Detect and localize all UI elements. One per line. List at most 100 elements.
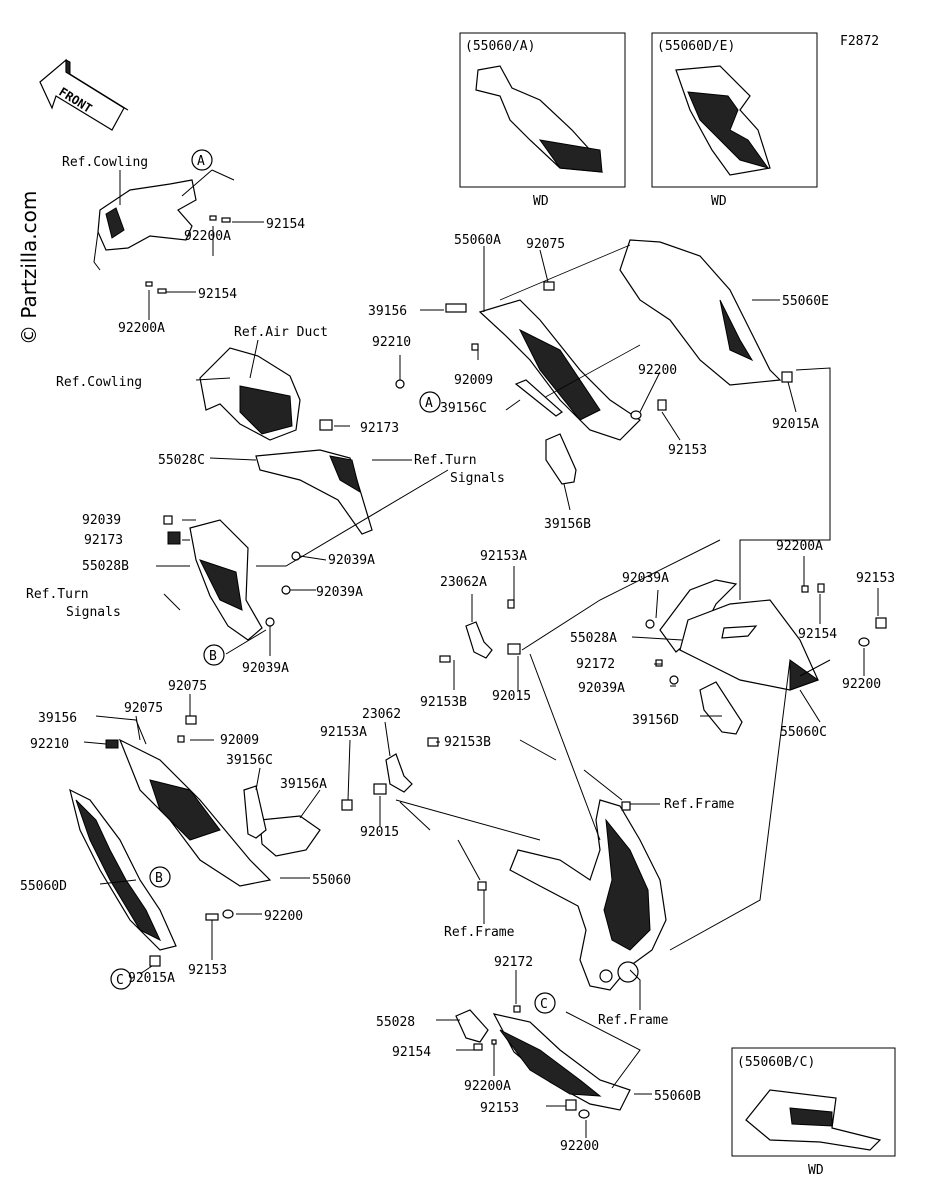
label-92075: 92075 (526, 237, 565, 252)
side-panel-55028b (189, 519, 263, 641)
label-92210: 92210 (372, 335, 411, 350)
lower-cowl-55060c (679, 599, 820, 691)
air-duct-assembly (199, 347, 333, 441)
label-92172: 92172 (576, 657, 615, 672)
svg-text:B: B (209, 649, 217, 664)
inner-panel-55028c (255, 449, 373, 535)
inner-panel-55060 (259, 815, 321, 857)
label-92200a: 92200A (464, 1079, 511, 1094)
label-92200a: 92200A (184, 229, 231, 244)
leader-lines (83, 169, 879, 1138)
label-92153: 92153 (188, 963, 227, 978)
label-92153: 92153 (480, 1101, 519, 1116)
inset-header: (55060/A) (465, 39, 535, 54)
label-39156c: 39156C (440, 401, 487, 416)
label-92200a: 92200A (776, 539, 823, 554)
label-92015: 92015 (492, 689, 531, 704)
label-ref-frame: Ref.Frame (598, 1013, 669, 1028)
label-ref-cowling: Ref.Cowling (56, 375, 142, 390)
label-39156d: 39156D (632, 713, 679, 728)
inset-header: (55060D/E) (657, 39, 735, 54)
inset-header: (55060B/C) (737, 1055, 815, 1070)
label-55060: 55060 (312, 873, 351, 888)
svg-text:A: A (425, 396, 433, 411)
label-92200: 92200 (842, 677, 881, 692)
callout-c-left: C (110, 968, 132, 990)
svg-text:A: A (197, 154, 205, 169)
upper-cowl-55060e (619, 239, 782, 386)
rubber-strip-39156c-top (514, 379, 563, 417)
label-ref-turn: Ref.Turn (26, 587, 89, 602)
label-ref-frame: Ref.Frame (444, 925, 515, 940)
label-signals: Signals (450, 471, 505, 486)
upper-cowl-55060a (478, 244, 641, 441)
label-92200: 92200 (264, 909, 303, 924)
label-92172: 92172 (494, 955, 533, 970)
label-92153: 92153 (668, 443, 707, 458)
label-92009: 92009 (220, 733, 259, 748)
callout-c-lower: C (534, 992, 556, 1014)
svg-text:B: B (155, 871, 163, 886)
label-92039a: 92039A (578, 681, 625, 696)
label-ref-turn: Ref.Turn (414, 453, 477, 468)
front-arrow-icon: FRONT (39, 58, 129, 131)
label-39156: 39156 (368, 304, 407, 319)
label-92154: 92154 (392, 1045, 431, 1060)
label-92153a: 92153A (480, 549, 527, 564)
label-39156c: 39156C (226, 753, 273, 768)
callout-a-top: A (191, 149, 213, 171)
rubber-strip-39156b (545, 433, 577, 485)
label-39156a: 39156A (280, 777, 327, 792)
label-92200: 92200 (638, 363, 677, 378)
label-92015a: 92015A (772, 417, 819, 432)
label-92039: 92039 (82, 513, 121, 528)
label-signals: Signals (66, 605, 121, 620)
label-92039a: 92039A (316, 585, 363, 600)
label-55060a: 55060A (454, 233, 501, 248)
label-92015a: 92015A (128, 971, 175, 986)
svg-text:C: C (116, 973, 124, 988)
fasteners (105, 215, 887, 1119)
rubber-strip-39156d (699, 681, 743, 735)
label-92210: 92210 (30, 737, 69, 752)
label-55028b: 55028B (82, 559, 129, 574)
cowling-bracket-top-left (93, 179, 197, 271)
label-92153: 92153 (856, 571, 895, 586)
label-55028a: 55028A (570, 631, 617, 646)
label-55060c: 55060C (780, 725, 827, 740)
frame (509, 799, 667, 991)
label-92200: 92200 (560, 1139, 599, 1154)
callout-a-mid: A (419, 391, 441, 413)
label-92039a: 92039A (622, 571, 669, 586)
part-labels: Ref.Cowling 92154 92200A 92154 92200A 92… (20, 155, 895, 1154)
inset-footer: WD (711, 194, 727, 209)
label-92075: 92075 (168, 679, 207, 694)
inset-footer: WD (533, 194, 549, 209)
label-ref-air-duct: Ref.Air Duct (234, 325, 328, 340)
label-ref-cowling: Ref.Cowling (62, 155, 148, 170)
label-39156b: 39156B (544, 517, 591, 532)
label-92200a: 92200A (118, 321, 165, 336)
callout-b-lower: B (149, 866, 171, 888)
figure-code: F2872 (840, 34, 879, 49)
label-ref-frame: Ref.Frame (664, 797, 735, 812)
inset-55060d-e: (55060D/E) WD (651, 32, 818, 209)
inset-55060b-c: (55060B/C) WD (731, 1047, 896, 1178)
label-55060d: 55060D (20, 879, 67, 894)
label-23062a: 23062A (440, 575, 487, 590)
label-92075: 92075 (124, 701, 163, 716)
label-92154: 92154 (198, 287, 237, 302)
rubber-strip-39156c-lower (243, 785, 267, 839)
label-55028: 55028 (376, 1015, 415, 1030)
label-92009: 92009 (454, 373, 493, 388)
label-92153b: 92153B (420, 695, 467, 710)
label-92015: 92015 (360, 825, 399, 840)
lower-cowl-55060d (69, 738, 272, 951)
label-55060e: 55060E (782, 294, 829, 309)
label-92154: 92154 (266, 217, 305, 232)
label-92173: 92173 (84, 533, 123, 548)
label-39156: 39156 (38, 711, 77, 726)
label-92173: 92173 (360, 421, 399, 436)
